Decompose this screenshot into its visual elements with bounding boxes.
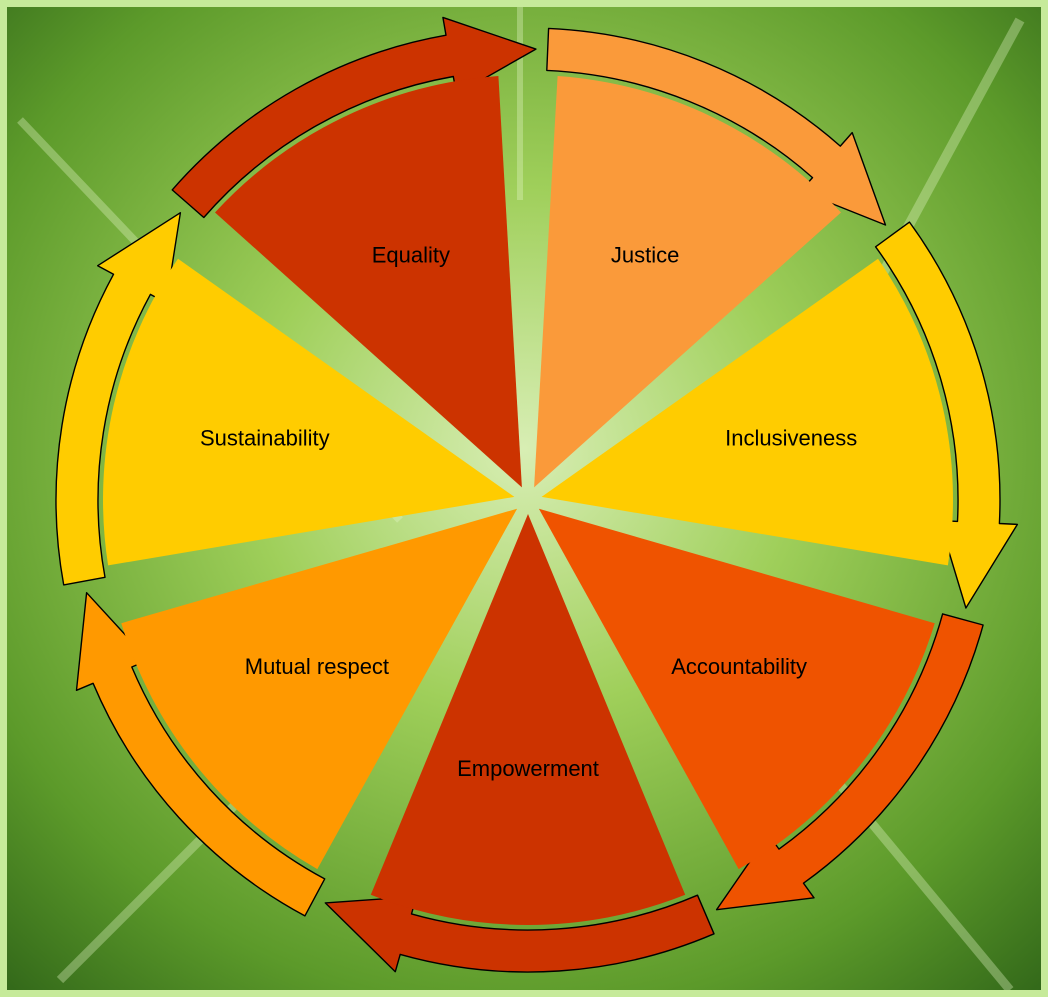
arrow-empowerment <box>324 894 715 973</box>
arrow-sustainability <box>55 212 182 586</box>
segment-sustainability <box>103 258 515 566</box>
arrow-mutual-respect <box>75 592 326 917</box>
label-mutual-respect: Mutual respect <box>245 654 389 679</box>
arrow-accountability <box>715 613 984 911</box>
arrow-ring <box>55 16 1019 973</box>
label-justice: Justice <box>611 243 679 268</box>
segment-wedges <box>103 76 953 925</box>
segment-labels: JusticeInclusivenessAccountabilityEmpowe… <box>200 243 857 781</box>
label-inclusiveness: Inclusiveness <box>725 426 857 451</box>
label-equality: Equality <box>372 243 450 268</box>
label-sustainability: Sustainability <box>200 426 330 451</box>
label-empowerment: Empowerment <box>457 756 599 781</box>
segment-equality <box>215 76 522 488</box>
arrow-justice <box>546 27 887 226</box>
arrow-inclusiveness <box>874 221 1019 609</box>
label-accountability: Accountability <box>671 654 807 679</box>
segment-empowerment <box>370 514 686 925</box>
arrow-equality <box>171 16 537 219</box>
segment-inclusiveness <box>541 258 953 566</box>
segment-accountability <box>538 508 935 870</box>
segment-justice <box>534 76 841 488</box>
segment-mutual-respect <box>121 508 518 870</box>
